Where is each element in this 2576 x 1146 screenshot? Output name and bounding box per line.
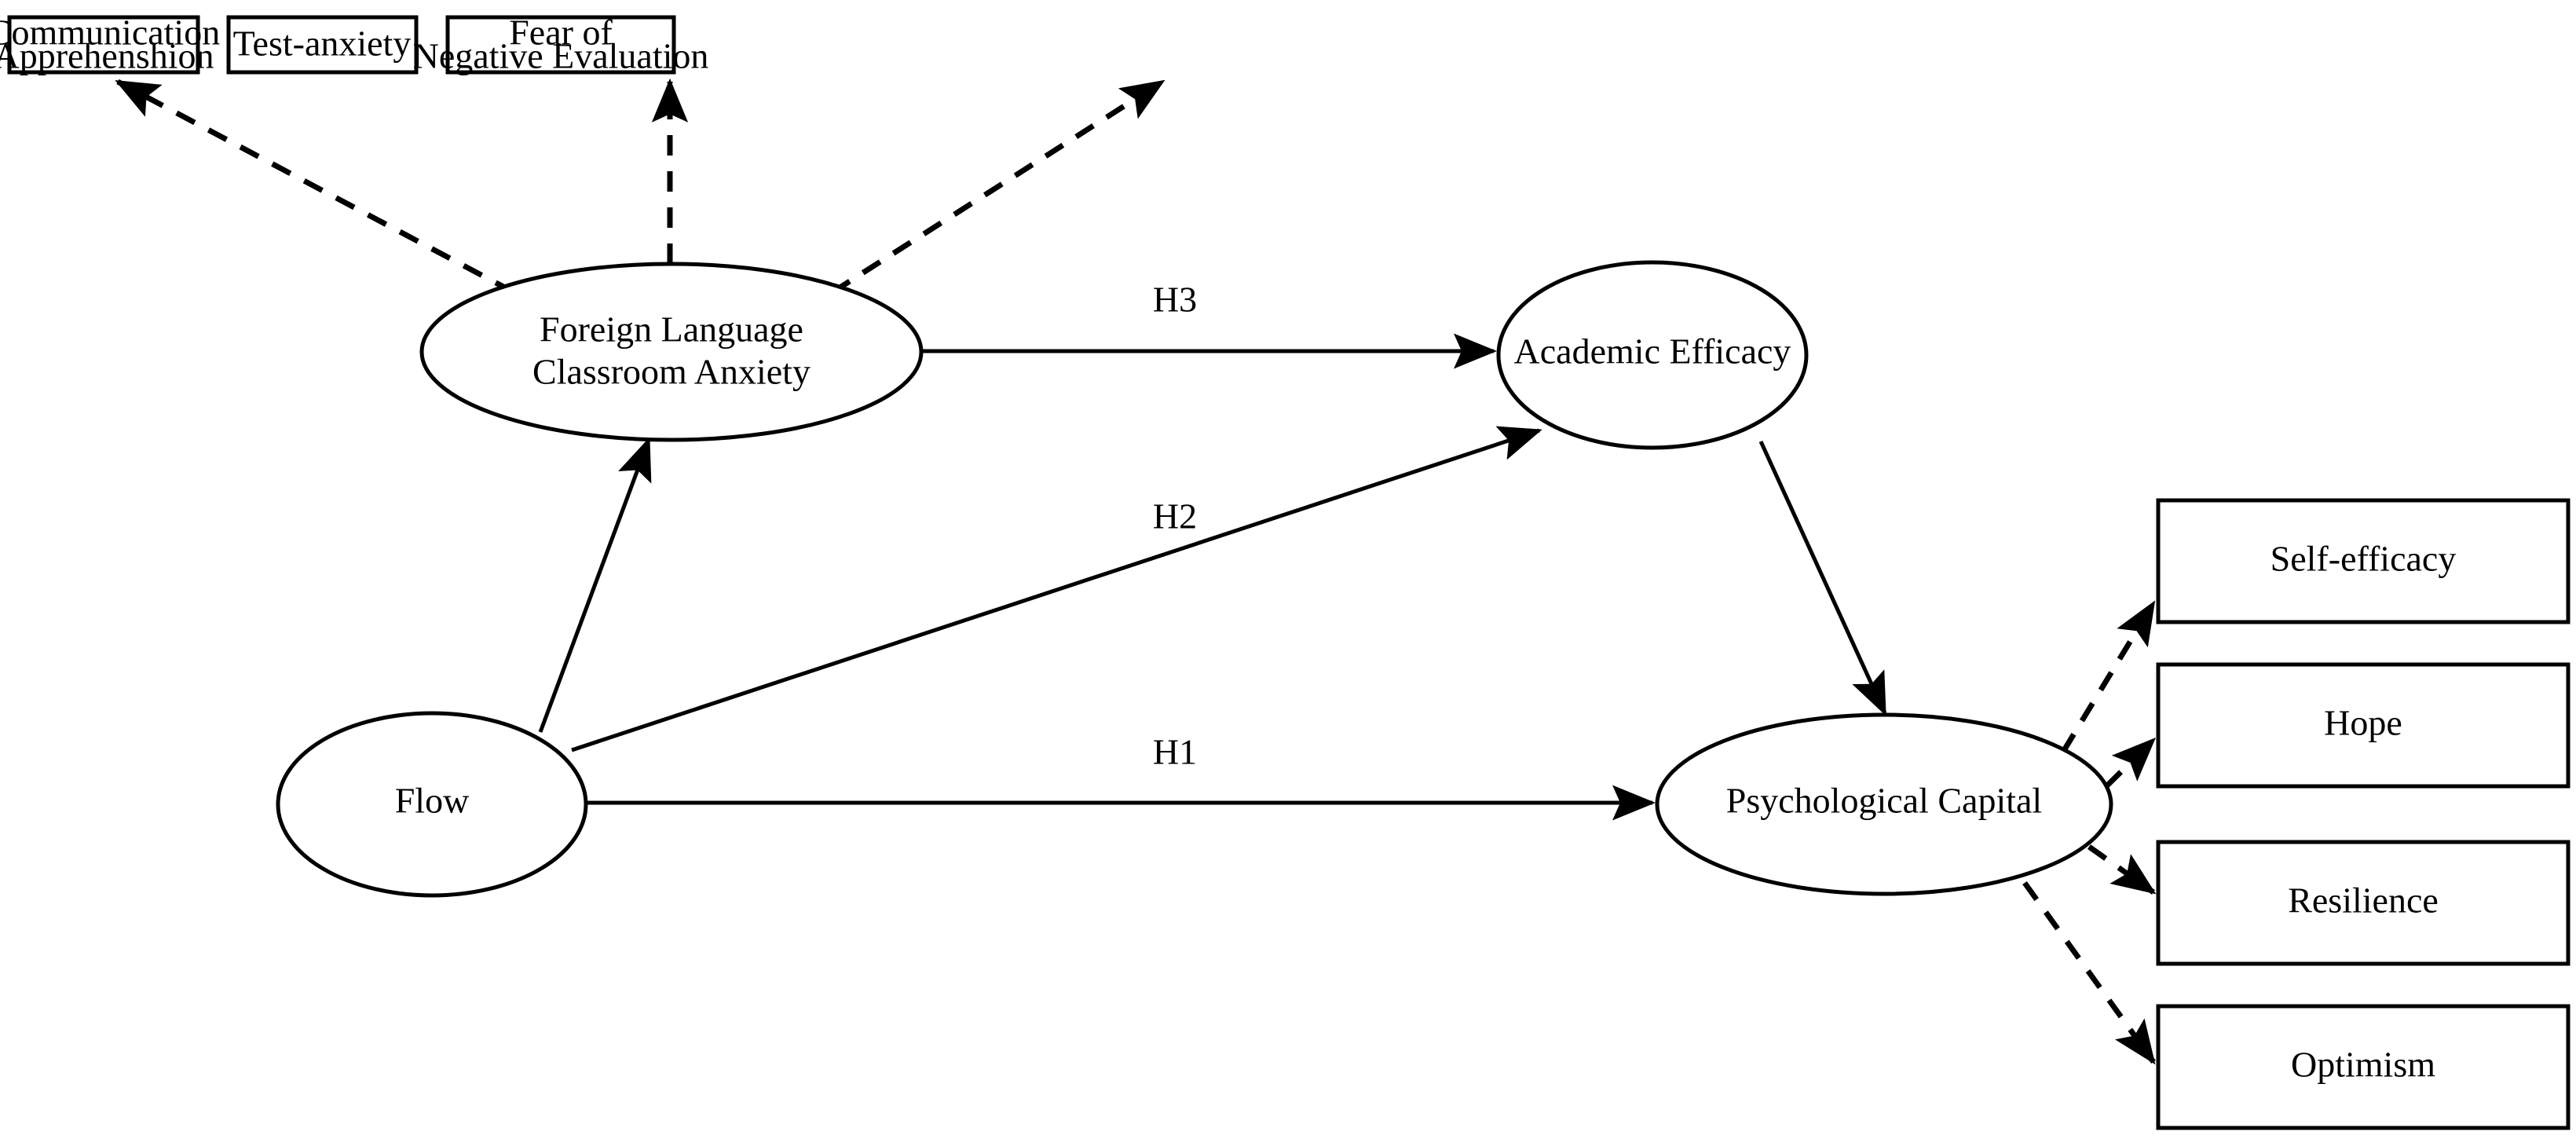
flca-label-line2: Classroom Anxiety bbox=[532, 352, 810, 392]
optimism-rect bbox=[2156, 1004, 2571, 1130]
hypothesis-label-h3: H3 bbox=[1153, 280, 1197, 320]
resilience-rect bbox=[2156, 840, 2571, 966]
flca-label-line1: Foreign Language bbox=[540, 309, 803, 350]
measurement-paths-psycap bbox=[2022, 600, 2157, 1065]
indicator-box-test-anxiety[interactable]: Test-anxiety bbox=[226, 15, 419, 75]
optimism-label: Optimism bbox=[2291, 1045, 2435, 1085]
self-efficacy-label: Self-efficacy bbox=[2270, 539, 2457, 579]
fear-of-negative-evaluation-label-line1: Fear of bbox=[509, 13, 613, 53]
path-flca-to-fear-of-negative-evaluation bbox=[831, 79, 1165, 295]
indicator-box-communication-apprehension[interactable]: Communication Apprehenshion bbox=[0, 13, 220, 76]
test-anxiety-label: Test-anxiety bbox=[233, 24, 412, 64]
hypothesis-label-h1: H1 bbox=[1153, 732, 1197, 772]
resilience-label: Resilience bbox=[2288, 881, 2439, 921]
path-psycap-to-self-efficacy bbox=[2061, 600, 2156, 753]
hypothesis-labels: H3 H2 H1 bbox=[1153, 280, 1197, 772]
indicator-box-self-efficacy[interactable]: Self-efficacy bbox=[2156, 498, 2571, 624]
academic-efficacy-ellipse bbox=[1496, 260, 1809, 450]
indicator-box-optimism[interactable]: Optimism bbox=[2156, 1004, 2571, 1130]
academic-efficacy-label: Academic Efficacy bbox=[1514, 331, 1791, 372]
construct-academic-efficacy[interactable]: Academic Efficacy bbox=[1496, 260, 1809, 450]
construct-flca[interactable]: Foreign Language Classroom Anxiety bbox=[419, 262, 924, 442]
hypothesis-label-h2: H2 bbox=[1153, 496, 1197, 536]
path-academic-efficacy-to-psychological-capital bbox=[1758, 440, 1887, 716]
indicator-box-hope[interactable]: Hope bbox=[2156, 662, 2571, 789]
hope-rect bbox=[2156, 662, 2571, 789]
path-flca-to-communication-apprehension bbox=[115, 79, 515, 295]
flca-ellipse bbox=[419, 262, 924, 442]
fear-of-negative-evaluation-label-line2: Negative Evaluation bbox=[413, 36, 709, 76]
flow-ellipse bbox=[276, 711, 588, 898]
test-anxiety-rect bbox=[226, 15, 419, 75]
psychological-capital-ellipse bbox=[1655, 712, 2113, 896]
communication-apprehension-label-line1: Communication bbox=[0, 13, 220, 53]
self-efficacy-rect bbox=[2156, 498, 2571, 624]
communication-apprehension-label-line2: Apprehenshion bbox=[0, 36, 214, 76]
path-psycap-to-optimism bbox=[2022, 881, 2156, 1065]
path-flow-to-flca bbox=[538, 437, 652, 733]
hope-label: Hope bbox=[2324, 703, 2402, 743]
fear-of-negative-evaluation-rect bbox=[445, 15, 676, 75]
indicator-box-fear-of-negative-evaluation[interactable]: Fear of Negative Evaluation bbox=[413, 13, 709, 76]
path-psycap-to-resilience bbox=[2087, 844, 2157, 895]
flow-label: Flow bbox=[395, 781, 470, 821]
path-flow-to-academic-efficacy bbox=[571, 426, 1542, 752]
construct-flow[interactable]: Flow bbox=[276, 711, 588, 898]
construct-psychological-capital[interactable]: Psychological Capital bbox=[1655, 712, 2113, 896]
indicator-box-resilience[interactable]: Resilience bbox=[2156, 840, 2571, 966]
measurement-paths-flca bbox=[115, 78, 1165, 295]
communication-apprehension-rect bbox=[7, 15, 200, 75]
path-psycap-to-hope bbox=[2104, 738, 2156, 789]
psychological-capital-label: Psychological Capital bbox=[1726, 781, 2042, 821]
structural-paths bbox=[538, 333, 1887, 821]
